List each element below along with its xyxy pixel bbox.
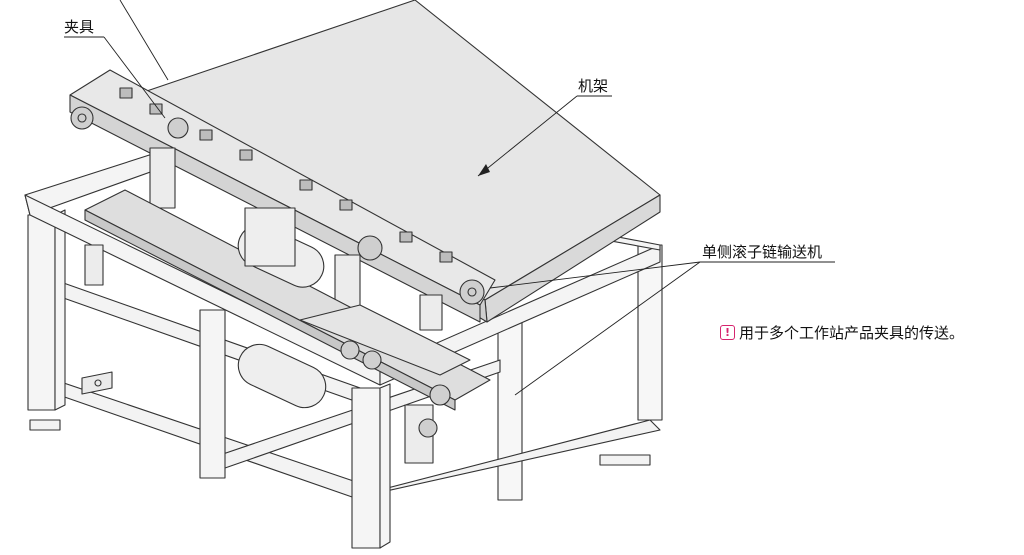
motor-housings [237,207,327,409]
drive-gears [340,340,451,406]
leg-middle [199,309,226,479]
mounting-plate [81,371,113,395]
label-conveyor: 单侧滚子链输送机 [702,243,823,261]
label-frame: 机架 [578,77,609,95]
arrow-heads [478,164,490,176]
note: ! 用于多个工作站产品夹具的传送。 [720,322,964,343]
support-brackets [84,147,443,464]
leader-lines [64,0,835,396]
label-fixture: 夹具 [64,18,95,36]
note-text: 用于多个工作站产品夹具的传送。 [739,324,965,342]
leg-front-right [351,383,391,549]
exclamation-icon: ! [720,325,735,340]
leg-front-left [27,209,66,411]
